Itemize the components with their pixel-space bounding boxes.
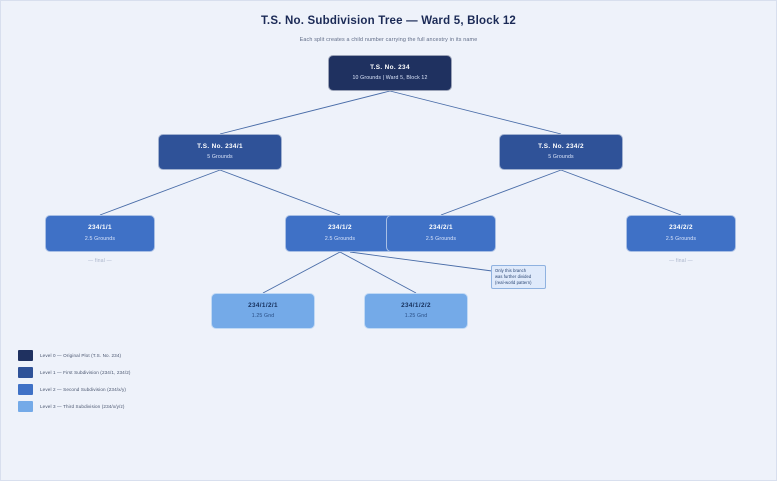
branch-annotation-callout: Only this branch was further divided (re…: [491, 265, 546, 289]
callout-line-1: Only this branch: [495, 268, 527, 273]
node-sublabel: 1.25 Gnd: [404, 313, 428, 320]
node-234-1-1[interactable]: 234/1/1 2.5 Grounds: [45, 215, 155, 252]
legend-label-level-3: Level 3 — Third Subdivision (234/x/y/z): [40, 404, 125, 409]
legend-swatch-level-0: [18, 350, 33, 361]
legend-label-level-1: Level 1 — First Subdivision (234/1, 234/…: [40, 370, 131, 375]
node-label: 234/2/2: [669, 224, 693, 232]
legend-item-level-1: Level 1 — First Subdivision (234/1, 234/…: [18, 367, 131, 378]
page-title: T.S. No. Subdivision Tree — Ward 5, Bloc…: [260, 15, 517, 27]
legend-item-level-2: Level 2 — Second Subdivision (234/x/y): [18, 384, 131, 395]
node-sublabel: 2.5 Grounds: [425, 235, 457, 242]
node-sublabel: 5 Grounds: [548, 154, 574, 161]
node-label: T.S. No. 234: [370, 63, 410, 71]
page-subtitle: Each split creates a child number carryi…: [299, 37, 478, 43]
node-sublabel: 2.5 Grounds: [665, 235, 697, 242]
node-sublabel: 1.25 Gnd: [251, 313, 275, 320]
node-234-1-2-2[interactable]: 234/1/2/2 1.25 Gnd: [364, 293, 468, 329]
node-label: T.S. No. 234/2: [538, 142, 584, 150]
node-234-1-2[interactable]: 234/1/2 2.5 Grounds: [285, 215, 395, 252]
node-label: 234/2/1: [429, 224, 453, 232]
legend-swatch-level-3: [18, 401, 33, 412]
legend-item-level-0: Level 0 — Original Plot (T.S. No. 234): [18, 350, 131, 361]
leaf-note-left: — final —: [88, 258, 112, 264]
legend-item-level-3: Level 3 — Third Subdivision (234/x/y/z): [18, 401, 131, 412]
node-sublabel: 5 Grounds: [207, 154, 233, 161]
legend-swatch-level-1: [18, 367, 33, 378]
callout-line-3: (real-world pattern): [495, 279, 532, 285]
node-root[interactable]: T.S. No. 234 10 Grounds | Ward 5, Block …: [328, 55, 452, 91]
callout-line-2: was further divided: [495, 273, 532, 279]
node-234-2[interactable]: T.S. No. 234/2 5 Grounds: [499, 134, 623, 170]
node-sublabel: 2.5 Grounds: [324, 235, 356, 242]
node-label: 234/1/2: [328, 224, 352, 232]
node-label: 234/1/2/2: [401, 301, 431, 309]
node-sublabel: 2.5 Grounds: [84, 235, 116, 242]
legend: Level 0 — Original Plot (T.S. No. 234) L…: [18, 350, 131, 412]
node-label: T.S. No. 234/1: [197, 142, 243, 150]
node-label: 234/1/2/1: [248, 301, 278, 309]
node-234-2-2[interactable]: 234/2/2 2.5 Grounds: [626, 215, 736, 252]
node-234-1[interactable]: T.S. No. 234/1 5 Grounds: [158, 134, 282, 170]
node-sublabel: 10 Grounds | Ward 5, Block 12: [352, 75, 428, 82]
legend-label-level-0: Level 0 — Original Plot (T.S. No. 234): [40, 353, 122, 358]
leaf-note-right: — final —: [669, 258, 693, 264]
legend-swatch-level-2: [18, 384, 33, 395]
node-234-2-1[interactable]: 234/2/1 2.5 Grounds: [386, 215, 496, 252]
node-label: 234/1/1: [88, 224, 112, 232]
legend-label-level-2: Level 2 — Second Subdivision (234/x/y): [40, 387, 127, 392]
node-234-1-2-1[interactable]: 234/1/2/1 1.25 Gnd: [211, 293, 315, 329]
